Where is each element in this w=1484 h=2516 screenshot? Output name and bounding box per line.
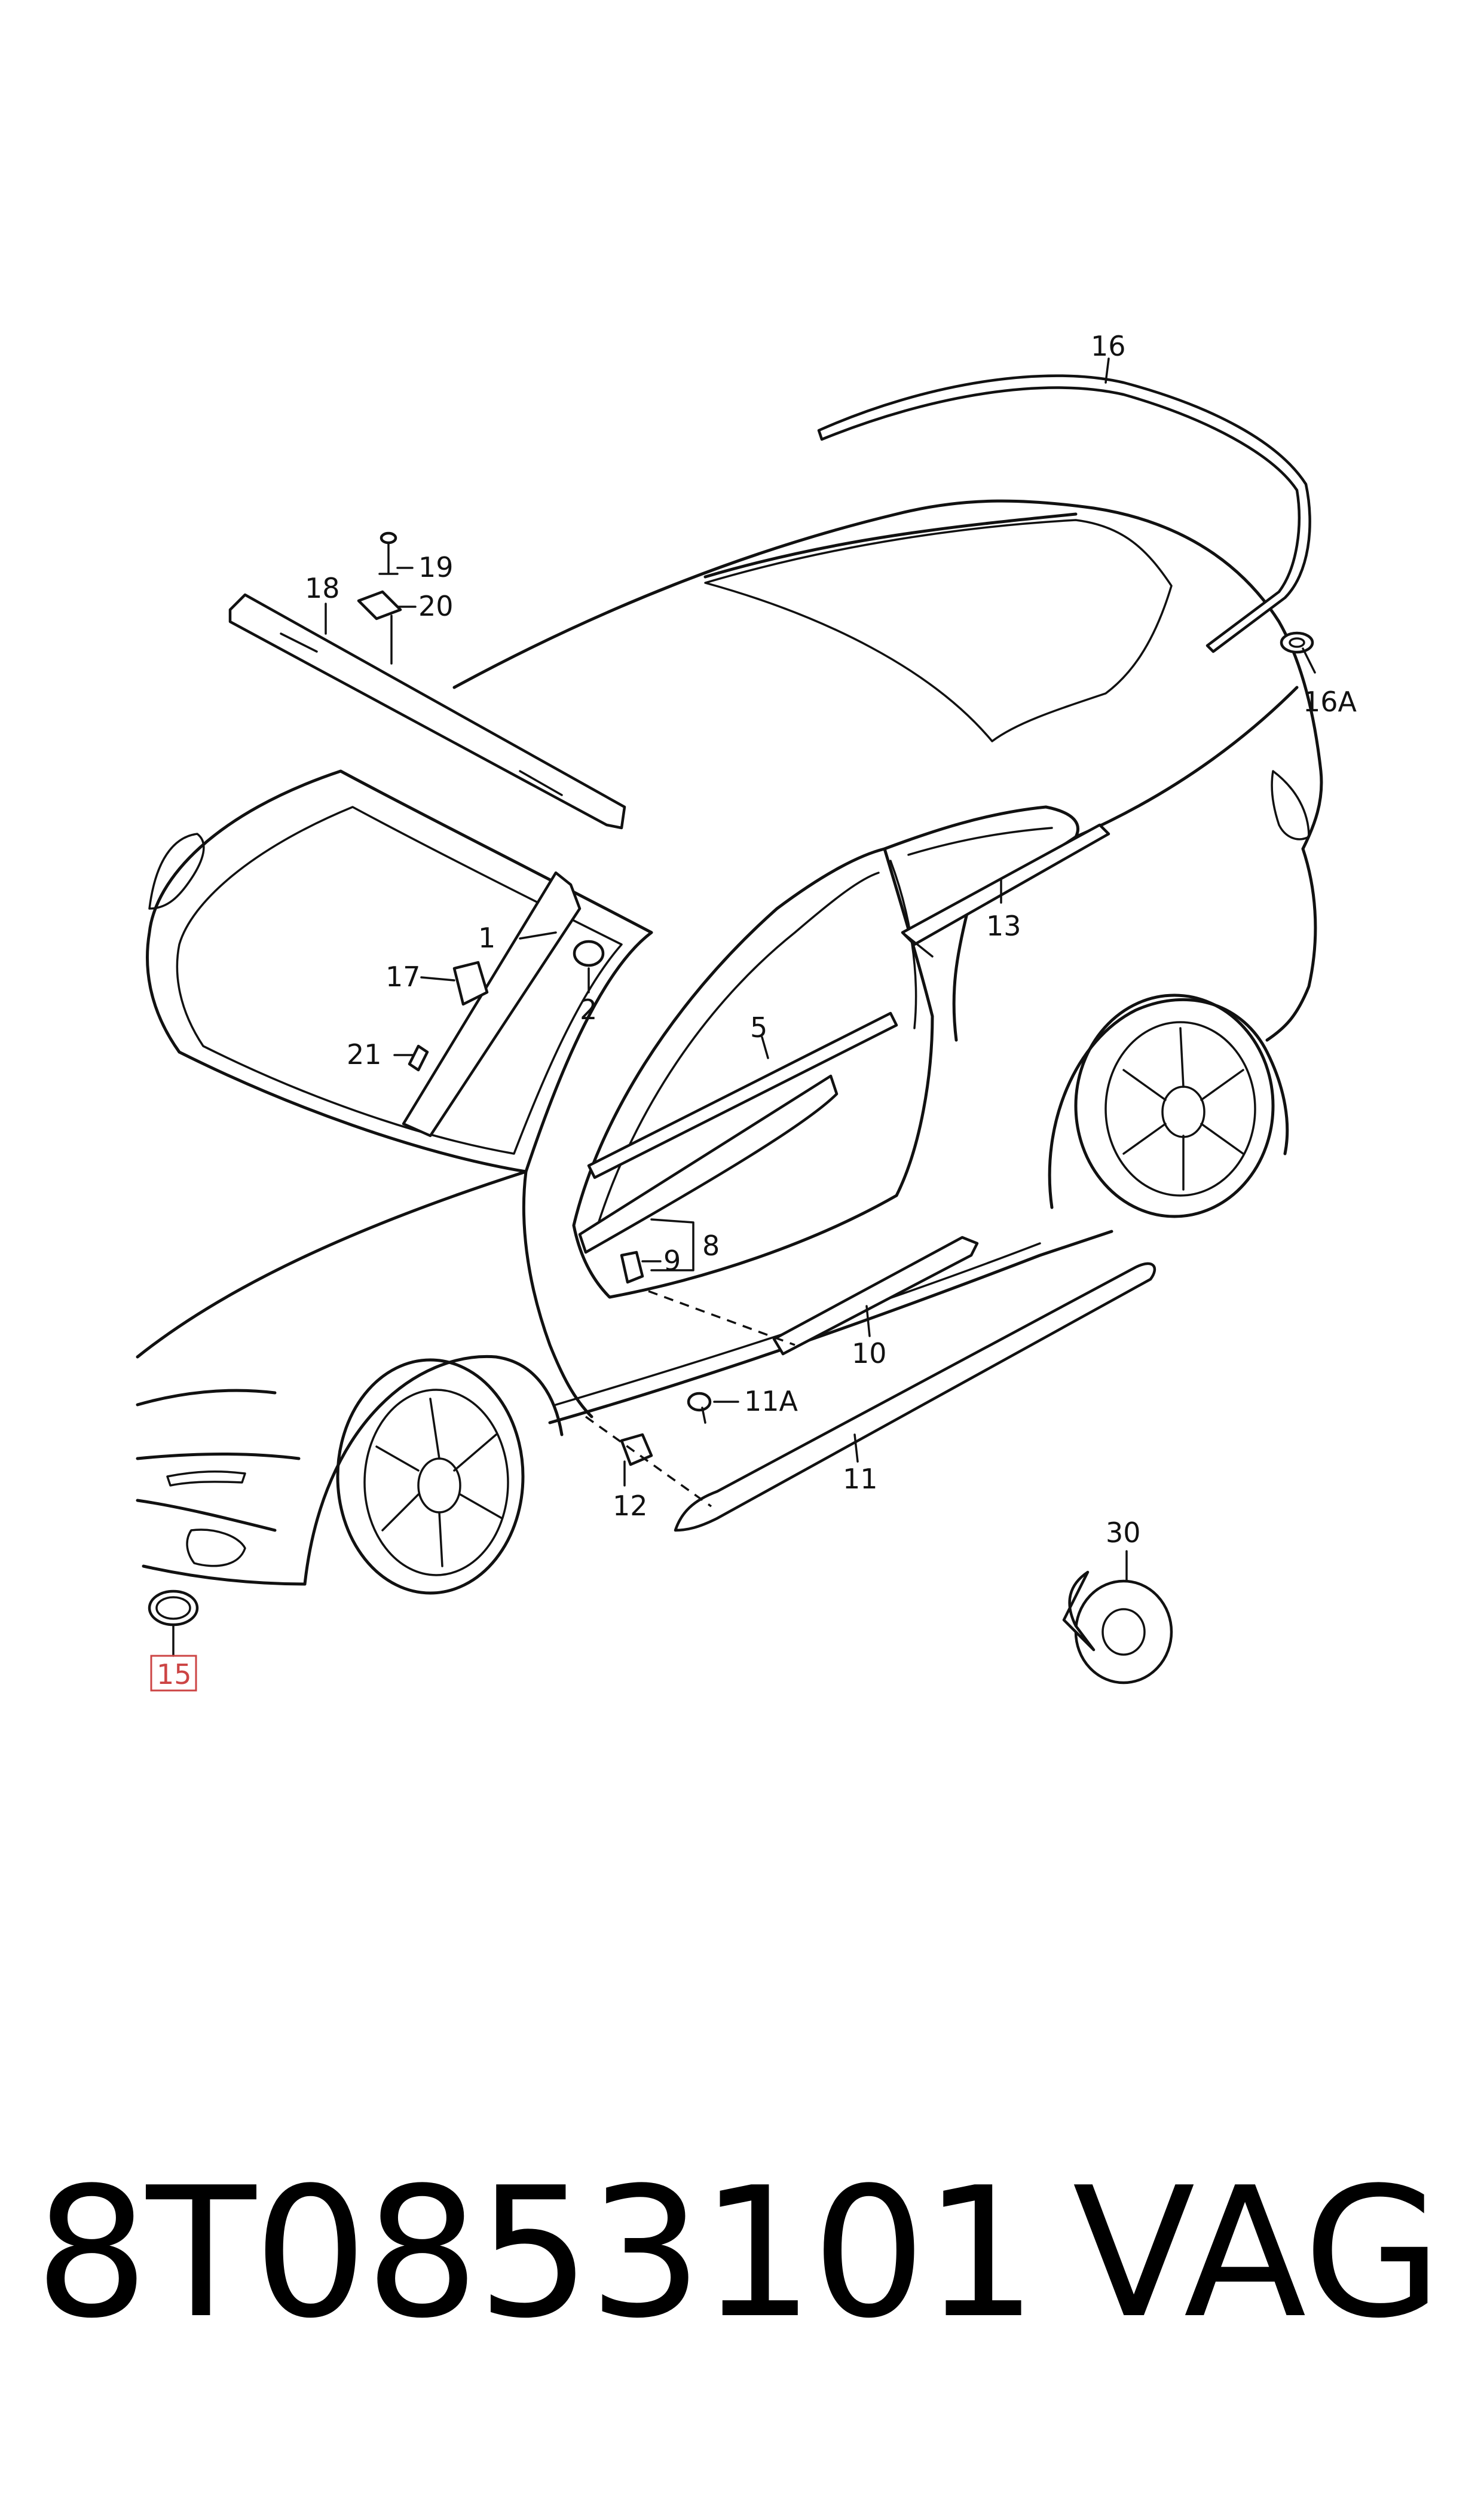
callout-20: 20 (418, 590, 454, 622)
parts-diagram: 16 16A 18 19 20 1 2 17 21 5 8 9 10 11A 1… (136, 330, 1357, 1692)
callout-2: 2 (580, 993, 597, 1026)
callout-15: 15 (157, 1658, 192, 1690)
footer: 8T0853101 VAG (0, 2128, 1484, 2379)
callout-11a: 11A (744, 1385, 798, 1417)
callout-1: 1 (478, 922, 495, 954)
callout-9: 9 (663, 1245, 681, 1277)
callout-13: 13 (986, 910, 1021, 942)
leader-lines (172, 357, 1316, 1657)
car-body-outline (136, 499, 1323, 1595)
callout-16: 16 (1091, 330, 1126, 362)
part-number: 8T0853101 (35, 2149, 1038, 2358)
brand-label: VAG (1072, 2149, 1442, 2358)
callout-10: 10 (852, 1337, 887, 1369)
callout-11: 11 (843, 1463, 878, 1495)
callout-5: 5 (750, 1011, 767, 1044)
callout-30: 30 (1106, 1517, 1141, 1549)
callout-18: 18 (305, 572, 340, 604)
callout-15-highlight-box (150, 1655, 197, 1692)
callout-21: 21 (347, 1038, 382, 1071)
callout-17: 17 (385, 961, 421, 993)
callout-19: 19 (418, 551, 454, 583)
callout-12: 12 (613, 1490, 648, 1522)
trim-parts (148, 374, 1314, 1685)
callout-labels: 16 16A 18 19 20 1 2 17 21 5 8 9 10 11A 1… (150, 330, 1357, 1692)
callout-8: 8 (702, 1230, 720, 1262)
callout-16a: 16A (1303, 686, 1357, 718)
